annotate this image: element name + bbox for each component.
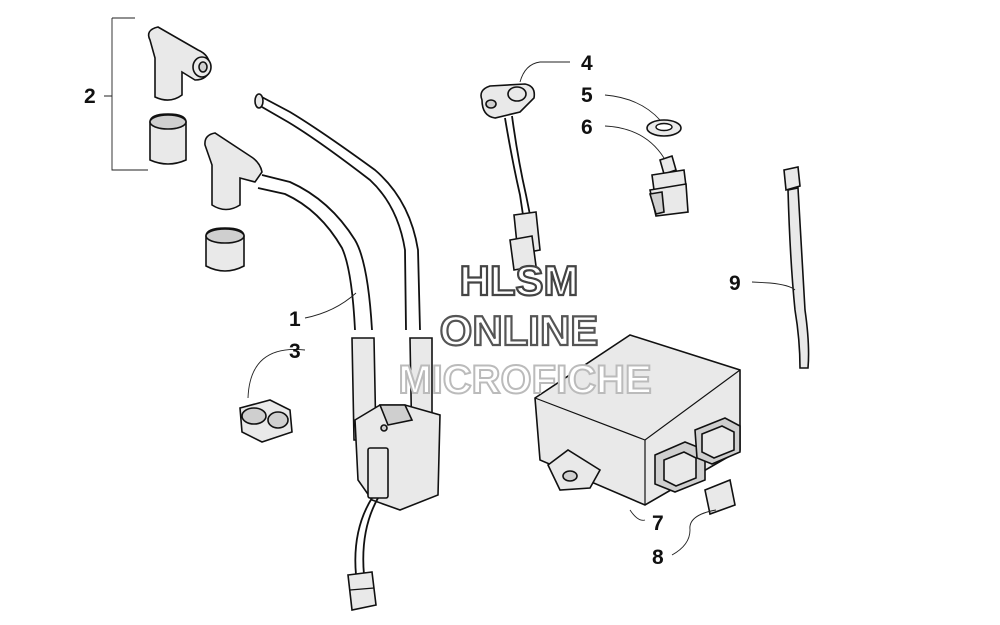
callout-2: 2 — [84, 85, 96, 108]
callout-8: 8 — [652, 546, 664, 569]
watermark: HLSM ONLINE MICROFICHE — [397, 256, 652, 403]
callout-7: 7 — [652, 512, 664, 535]
ignition-coil-assembly — [254, 93, 441, 611]
sender-switch — [648, 154, 689, 217]
callout-numbers: 1 2 3 4 5 6 7 8 9 — [84, 52, 741, 569]
watermark-line2: ONLINE — [440, 307, 599, 354]
temperature-sensor — [480, 83, 541, 271]
cable-tie — [783, 166, 810, 369]
control-module — [534, 334, 741, 506]
callout-5: 5 — [581, 84, 593, 107]
callout-3: 3 — [289, 340, 301, 363]
callout-4: 4 — [581, 52, 593, 75]
module-label — [704, 478, 736, 516]
leader-lines — [247, 61, 796, 556]
callout-1: 1 — [289, 308, 301, 331]
hose-clip — [239, 399, 293, 443]
washer — [646, 119, 682, 137]
watermark-line3: MICROFICHE — [398, 358, 651, 402]
spark-plug-cap-group — [104, 17, 263, 272]
callout-9: 9 — [729, 272, 741, 295]
callout-6: 6 — [581, 116, 593, 139]
watermark-line1: HLSM — [460, 257, 579, 304]
